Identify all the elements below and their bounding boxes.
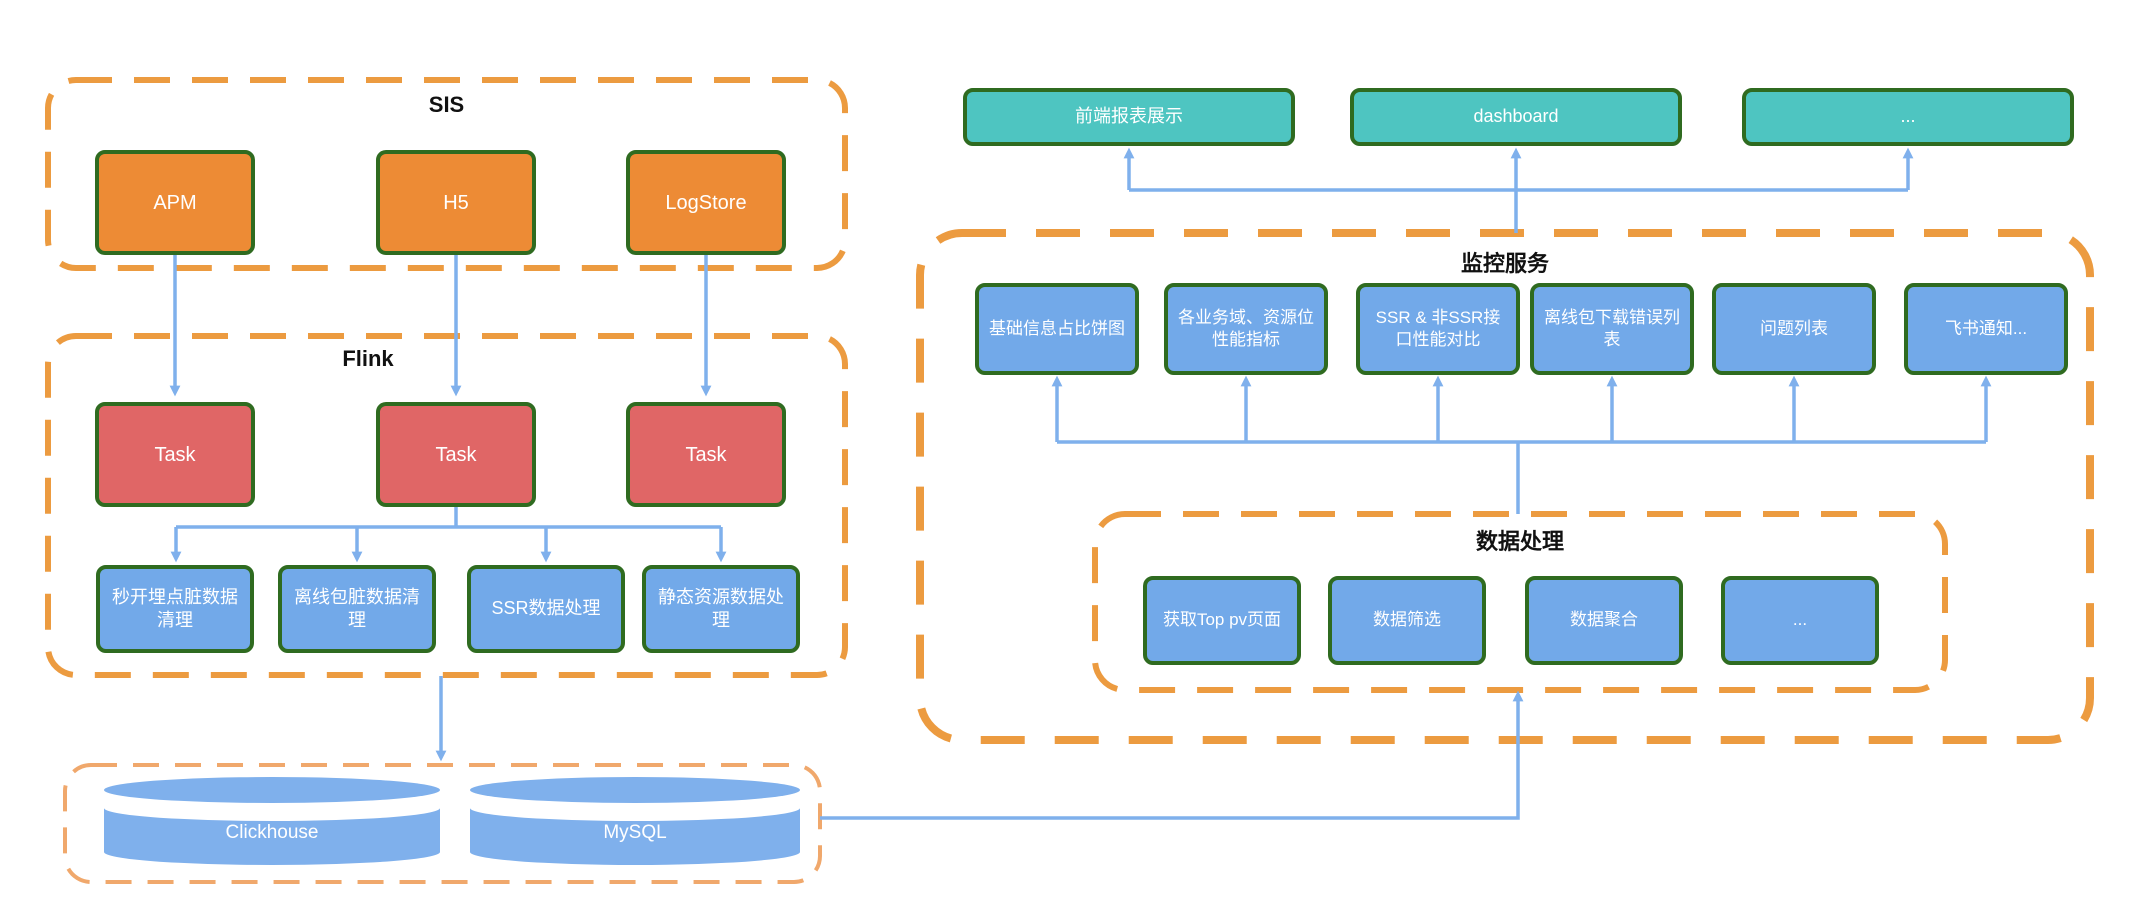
flink-job-clean-offline: 离线包脏数据清理 bbox=[278, 565, 436, 653]
step-more: ... bbox=[1721, 576, 1879, 665]
panel-domain-perf: 各业务域、资源位性能指标 bbox=[1164, 283, 1328, 375]
sis-box-apm: APM bbox=[95, 150, 255, 255]
output-report-box: 前端报表展示 bbox=[963, 88, 1295, 146]
sis-box-logstore: LogStore bbox=[626, 150, 786, 255]
step-filter: 数据筛选 bbox=[1328, 576, 1486, 665]
dataproc-container-label: 数据处理 bbox=[1475, 529, 1564, 554]
storage-container-border bbox=[63, 763, 822, 884]
mysql-cylinder bbox=[470, 777, 800, 865]
panel-basic-pie: 基础信息占比饼图 bbox=[975, 283, 1139, 375]
flink-task-2: Task bbox=[376, 402, 536, 507]
output-more-box: ... bbox=[1742, 88, 2074, 146]
monitor-container-border bbox=[916, 229, 2094, 744]
flink-job-static-assets: 静态资源数据处理 bbox=[642, 565, 800, 653]
sis-box-h5: H5 bbox=[376, 150, 536, 255]
clickhouse-label: Clickhouse bbox=[225, 822, 319, 843]
flink-job-ssr: SSR数据处理 bbox=[467, 565, 625, 653]
panel-feishu-notify: 飞书通知... bbox=[1904, 283, 2068, 375]
arrow-storage-to-dataproc bbox=[820, 690, 1524, 820]
step-top-pv: 获取Top pv页面 bbox=[1143, 576, 1301, 665]
clickhouse-cylinder bbox=[104, 777, 440, 865]
flink-job-clean-metrics: 秒开埋点脏数据清理 bbox=[96, 565, 254, 653]
panel-offline-errors: 离线包下载错误列表 bbox=[1530, 283, 1694, 375]
flink-task-3: Task bbox=[626, 402, 786, 507]
flink-task-1: Task bbox=[95, 402, 255, 507]
step-aggregate: 数据聚合 bbox=[1525, 576, 1683, 665]
flink-container-border bbox=[45, 333, 848, 678]
panel-ssr-compare: SSR & 非SSR接口性能对比 bbox=[1356, 283, 1520, 375]
sis-container-border bbox=[45, 77, 848, 271]
dataproc-container-border bbox=[1092, 511, 1948, 693]
mysql-label: MySQL bbox=[603, 822, 667, 843]
sis-container-label: SIS bbox=[428, 92, 465, 117]
monitor-container-label: 监控服务 bbox=[1460, 251, 1549, 276]
panel-issue-list: 问题列表 bbox=[1712, 283, 1876, 375]
output-dashboard-box: dashboard bbox=[1350, 88, 1682, 146]
flink-container-label: Flink bbox=[342, 346, 394, 371]
